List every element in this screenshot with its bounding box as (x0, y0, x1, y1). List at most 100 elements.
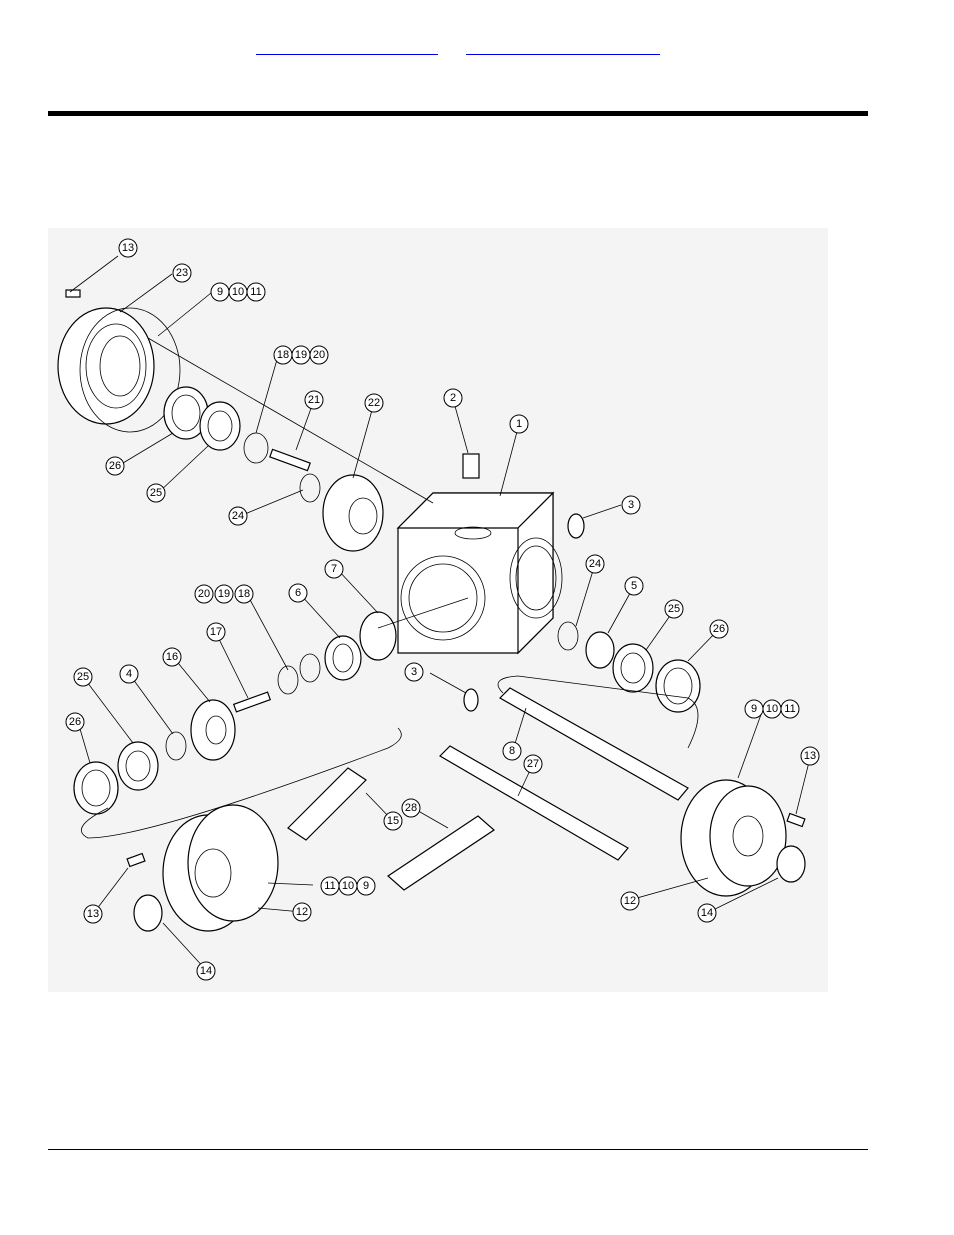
svg-text:3: 3 (411, 666, 417, 678)
cover-plate-left (58, 308, 154, 424)
svg-text:5: 5 (631, 580, 637, 592)
callout-28: 28 (402, 799, 420, 817)
spacer-7 (360, 612, 396, 660)
svg-text:10: 10 (232, 286, 244, 298)
plug-3b (464, 689, 478, 711)
bevel-gear-16 (191, 700, 235, 760)
svg-text:20: 20 (313, 349, 325, 361)
svg-text:9: 9 (751, 703, 757, 715)
key-21 (270, 449, 310, 470)
flange-housing-left (163, 805, 278, 931)
svg-text:24: 24 (589, 558, 601, 570)
svg-text:13: 13 (122, 242, 134, 254)
svg-text:7: 7 (331, 563, 337, 575)
svg-text:22: 22 (368, 397, 380, 409)
footer-rule (48, 1149, 868, 1150)
callout-1: 1 (510, 415, 528, 433)
svg-text:19: 19 (218, 588, 230, 600)
callout-18: 18 (274, 346, 292, 364)
svg-text:14: 14 (200, 965, 212, 977)
svg-text:6: 6 (295, 587, 301, 599)
svg-text:24: 24 (232, 510, 244, 522)
callout-11: 11 (321, 877, 339, 895)
callout-10: 10 (339, 877, 357, 895)
callout-12: 12 (621, 892, 639, 910)
flange-housing-right (681, 780, 786, 896)
svg-text:9: 9 (217, 286, 223, 298)
svg-text:14: 14 (701, 907, 713, 919)
svg-text:18: 18 (277, 349, 289, 361)
svg-text:11: 11 (250, 286, 261, 298)
callout-5: 5 (625, 577, 643, 595)
callout-26: 26 (106, 457, 124, 475)
svg-text:26: 26 (69, 716, 81, 728)
bearing-25c (118, 742, 158, 790)
callout-26: 26 (66, 713, 84, 731)
stub-shaft-15 (288, 768, 366, 840)
callout-10: 10 (229, 283, 247, 301)
svg-text:25: 25 (77, 671, 89, 683)
svg-text:27: 27 (527, 758, 539, 770)
shim-18a (244, 433, 268, 463)
callout-13: 13 (119, 239, 137, 257)
svg-text:13: 13 (804, 750, 816, 762)
callout-14: 14 (197, 962, 215, 980)
snap-ring-24b (558, 622, 578, 650)
bolt-13b (787, 814, 805, 827)
callout-25: 25 (147, 484, 165, 502)
gearbox-exploded-diagram: 13 23 9 10 11 18 19 20 21 22 2 1 3 26 25… (48, 228, 828, 992)
callout-4: 4 (120, 665, 138, 683)
bearing-cup-26c (74, 762, 118, 814)
callout-20: 20 (195, 585, 213, 603)
svg-text:16: 16 (166, 651, 178, 663)
bearing-25a (200, 402, 240, 450)
seal-14a (134, 895, 162, 931)
callout-24: 24 (229, 507, 247, 525)
svg-text:3: 3 (628, 499, 634, 511)
svg-text:17: 17 (210, 626, 222, 638)
callout-8: 8 (503, 742, 521, 760)
callout-7: 7 (325, 560, 343, 578)
svg-text:13: 13 (87, 908, 99, 920)
shaft-8 (500, 688, 688, 800)
svg-text:21: 21 (308, 394, 320, 406)
callout-10: 10 (763, 700, 781, 718)
svg-text:23: 23 (176, 267, 188, 279)
callout-26: 26 (710, 620, 728, 638)
svg-text:28: 28 (405, 802, 417, 814)
svg-text:26: 26 (109, 460, 121, 472)
shims-18b (278, 654, 320, 694)
svg-text:26: 26 (713, 623, 725, 635)
breather-plug-2 (463, 454, 479, 478)
callout-16: 16 (163, 648, 181, 666)
callout-27: 27 (524, 755, 542, 773)
svg-text:11: 11 (784, 703, 795, 715)
callout-3: 3 (622, 496, 640, 514)
gearbox-housing (398, 493, 562, 653)
header-link-left[interactable] (256, 38, 438, 55)
snap-ring-24a (300, 474, 320, 502)
svg-text:20: 20 (198, 588, 210, 600)
callout-25: 25 (665, 600, 683, 618)
plug-3a (568, 514, 584, 538)
svg-text:10: 10 (766, 703, 778, 715)
svg-text:25: 25 (668, 603, 680, 615)
bearing-cup-26b (656, 660, 700, 712)
callout-18: 18 (235, 585, 253, 603)
svg-text:9: 9 (363, 880, 369, 892)
header-link-right[interactable] (466, 38, 660, 55)
callout-21: 21 (305, 391, 323, 409)
svg-text:19: 19 (295, 349, 307, 361)
callout-9: 9 (745, 700, 763, 718)
callout-19: 19 (215, 585, 233, 603)
callout-3: 3 (405, 663, 423, 681)
callout-9: 9 (211, 283, 229, 301)
callout-14: 14 (698, 904, 716, 922)
stub-shaft-28 (388, 816, 494, 890)
callout-20: 20 (310, 346, 328, 364)
callout-25: 25 (74, 668, 92, 686)
callout-13: 13 (801, 747, 819, 765)
callout-23: 23 (173, 264, 191, 282)
snap-ring-4 (166, 732, 186, 760)
bolt-13a (66, 290, 80, 297)
